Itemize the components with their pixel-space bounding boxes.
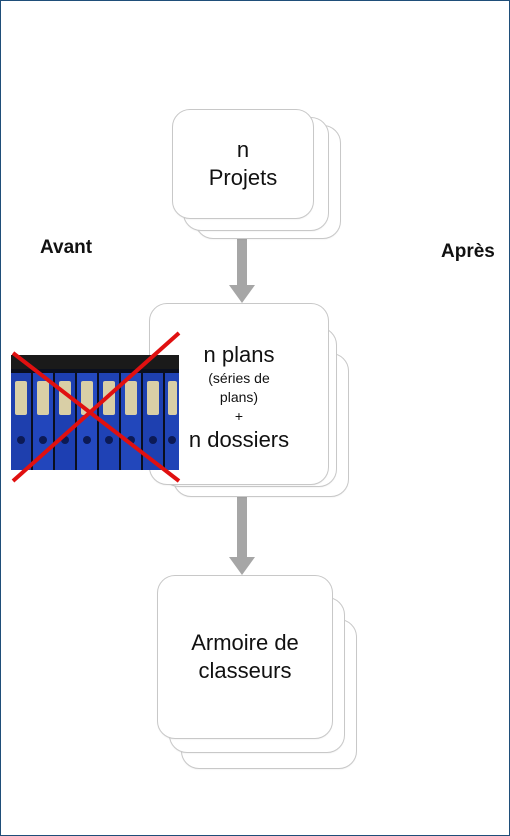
plans-series-open: (séries de	[208, 369, 270, 386]
dossiers-label: n dossiers	[188, 426, 290, 452]
cabinet-line-1: Armoire de	[191, 630, 299, 655]
projects-label: Projets	[208, 165, 278, 190]
before-label: Avant	[40, 237, 93, 258]
after-label: Après	[441, 241, 495, 262]
projects-count: n	[236, 137, 250, 162]
plus-sign: +	[234, 407, 244, 424]
cabinet-line-2: classeurs	[198, 658, 292, 683]
plans-title: n plans	[203, 341, 275, 367]
projects-box: n Projets	[172, 109, 314, 219]
cabinet-box: Armoire de classeurs	[157, 575, 333, 739]
plans-series-close: plans)	[219, 388, 259, 405]
down-arrow-icon	[229, 493, 255, 575]
binder-rings	[17, 436, 176, 444]
down-arrow-icon	[229, 223, 255, 303]
